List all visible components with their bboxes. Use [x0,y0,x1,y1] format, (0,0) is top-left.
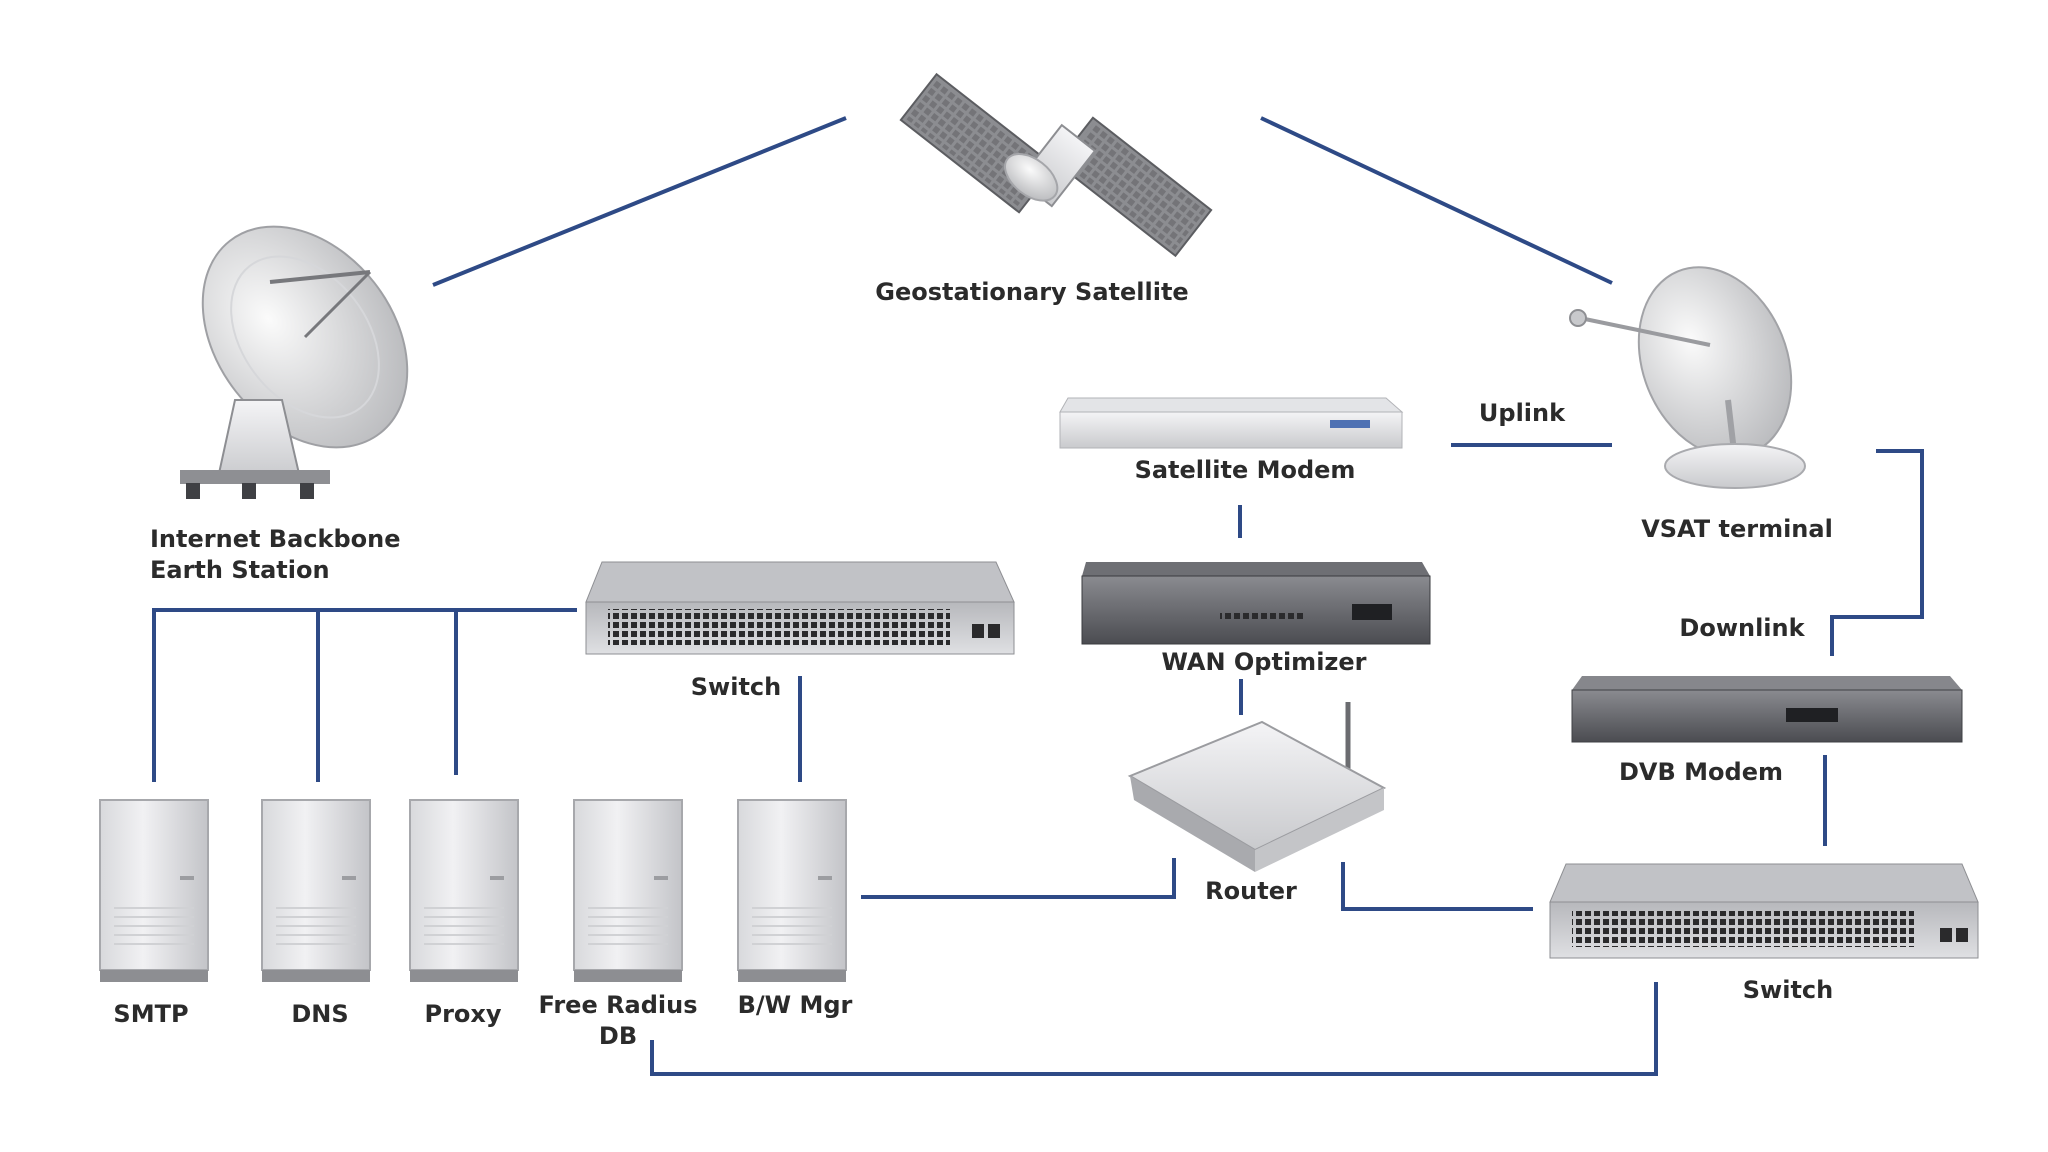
earth-station-dish-icon [180,225,409,499]
server-label-proxy: Proxy [424,1000,502,1028]
dvb-modem-icon [1571,676,1963,743]
switch-right-label: Switch [1742,976,1834,1004]
satellite-modem-label: Satellite Modem [1134,456,1356,484]
links [152,116,1924,1076]
satellite-modem-icon [1059,397,1404,449]
link-switch-servers [152,608,577,782]
server-tower-icon [261,799,371,982]
server-label-smtp: SMTP [113,1000,189,1028]
server-label-radius: Free Radius DB [538,991,698,1050]
vsat-label: VSAT terminal [1641,515,1833,543]
link-satellite-vsat [1260,116,1613,285]
downlink-label: Downlink [1679,614,1805,642]
satellite-icon [899,72,1213,258]
wan-optimizer-label: WAN Optimizer [1161,648,1367,676]
earth-station-label: Internet Backbone Earth Station [150,525,401,584]
server-label-bwmgr: B/W Mgr [737,991,853,1019]
router-label: Router [1205,877,1297,905]
router-icon [1127,702,1387,872]
network-switch-icon [1549,863,1979,959]
server-tower-icon [737,799,847,982]
link-earthstation-satellite [432,116,847,287]
server-label-dns: DNS [291,1000,349,1028]
server-tower-icon [409,799,519,982]
link-radius-switch-right [650,982,1658,1076]
dvb-modem-label: DVB Modem [1619,758,1783,786]
link-router-bwmgr [861,858,1176,899]
link-router-switch-right [1341,862,1533,911]
switch-left-label: Switch [690,673,782,701]
vsat-dish-icon [1569,266,1806,489]
network-switch-icon [585,561,1015,655]
uplink-label: Uplink [1478,399,1566,427]
satellite-label: Geostationary Satellite [875,278,1189,306]
link-downlink [1830,449,1924,656]
rack-appliance-icon [1081,562,1431,645]
server-tower-icon [99,799,209,982]
server-tower-icon [573,799,683,982]
server-towers [99,799,847,982]
